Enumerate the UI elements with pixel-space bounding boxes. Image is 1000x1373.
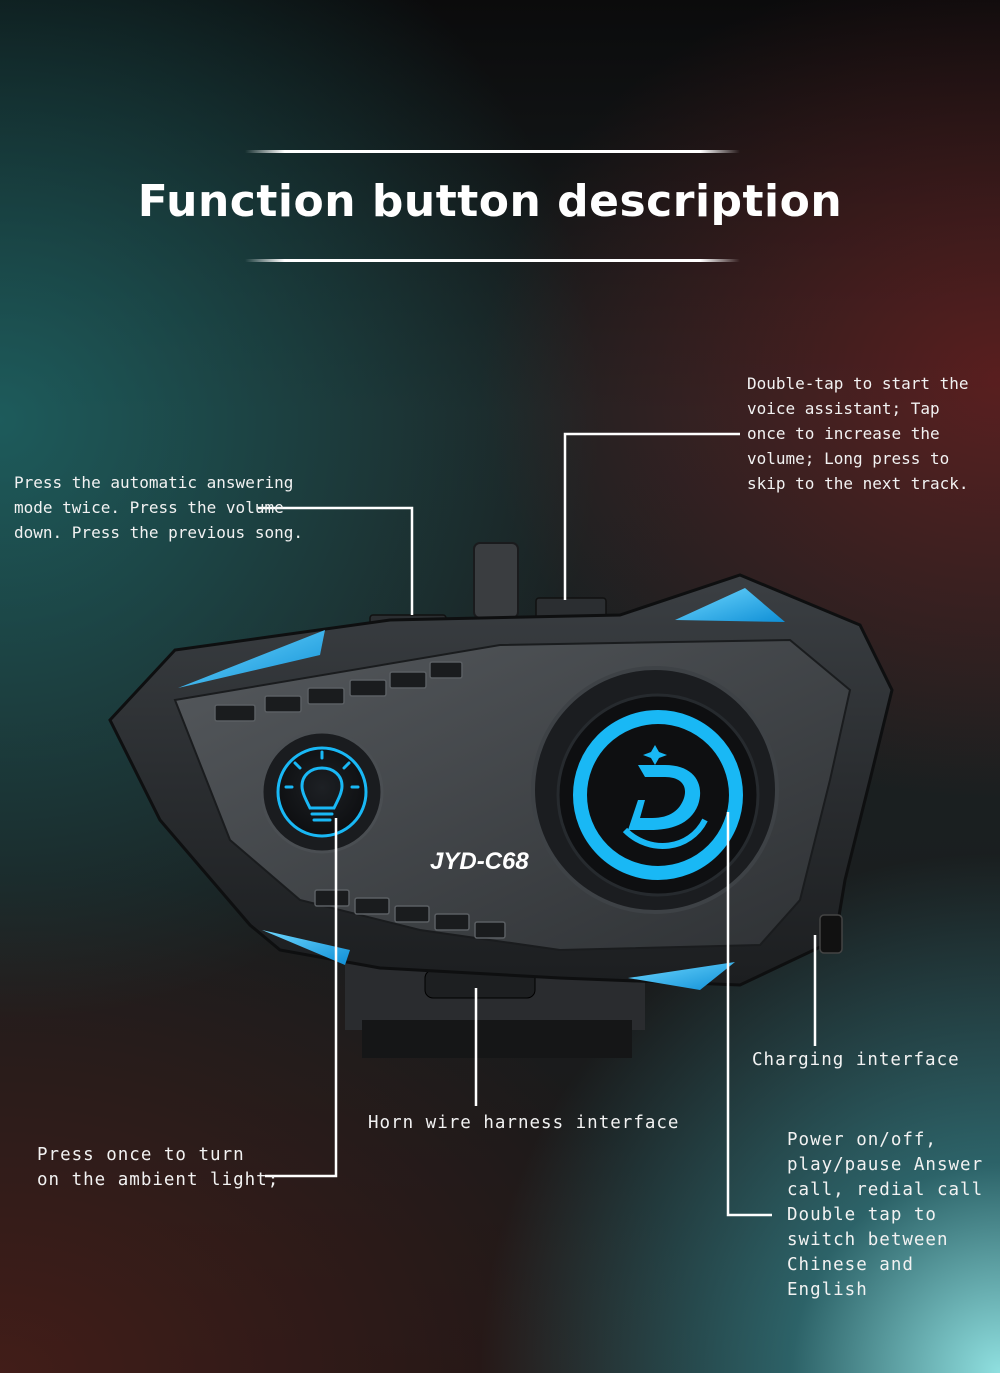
title-divider-top <box>245 150 740 153</box>
top-grille <box>214 661 463 722</box>
callout-volume-down: Press the automatic answering mode twice… <box>14 473 303 542</box>
leader-volume-down <box>258 506 414 615</box>
callout-horn: Horn wire harness interface <box>368 1113 680 1133</box>
title-divider-bottom <box>245 259 740 262</box>
ambient-light-ring <box>276 746 368 838</box>
main-button-ring <box>573 710 743 880</box>
leader-power <box>726 812 772 1217</box>
model-label: JYD-C68 <box>430 848 529 875</box>
callout-charging: Charging interface <box>752 1050 960 1070</box>
d-logo-icon <box>622 745 708 849</box>
callout-power: Power on/off, play/pause Answer call, re… <box>787 1130 984 1300</box>
callout-volume-up: Double-tap to start the voice assistant;… <box>747 374 969 493</box>
callout-ambient: Press once to turn on the ambient light; <box>37 1145 280 1190</box>
leader-ambient <box>265 818 338 1178</box>
blue-accent-lights <box>178 588 785 990</box>
connector-foot <box>362 1020 632 1058</box>
bottom-grille <box>314 889 506 939</box>
page-title: Function button description <box>137 176 843 227</box>
charging-port <box>819 914 843 954</box>
main-button <box>556 693 760 897</box>
leader-volume-up <box>563 432 740 600</box>
lightbulb-icon <box>284 750 360 822</box>
